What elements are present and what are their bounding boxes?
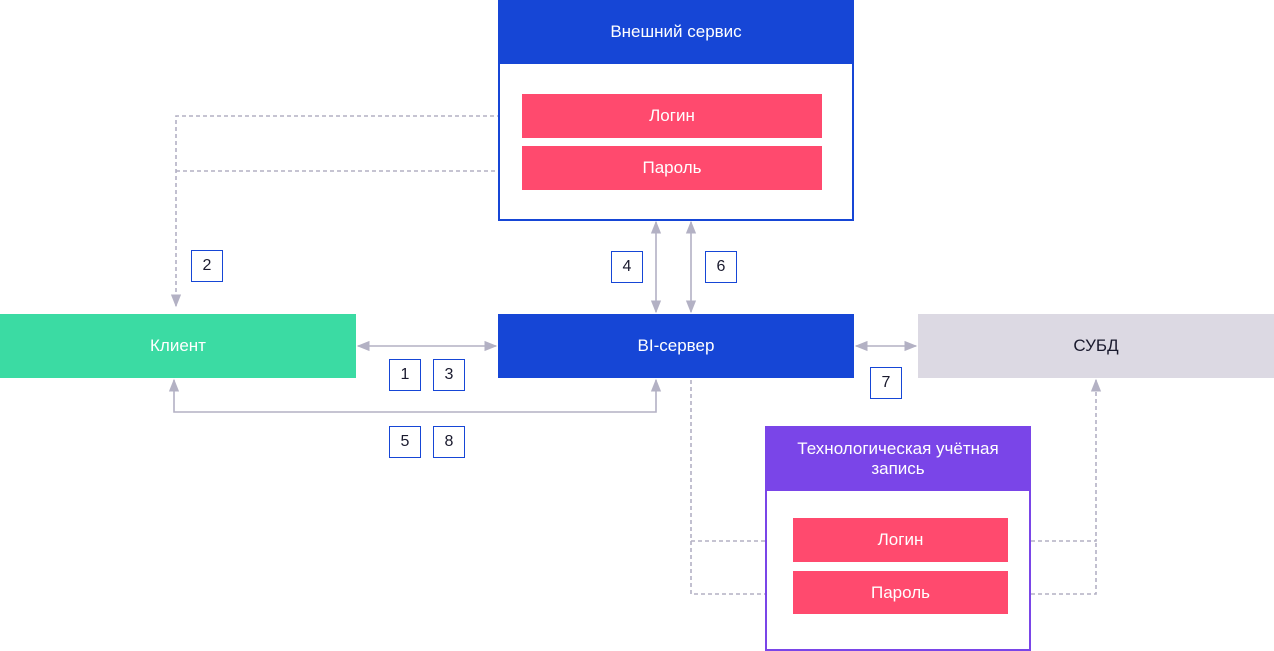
arrow-client-to-external — [170, 110, 522, 308]
external-password-field: Пароль — [522, 146, 822, 190]
tech-account-title: Технологическая учётная запись — [765, 426, 1031, 491]
step-badge-5: 5 — [389, 426, 421, 458]
external-login-field: Логин — [522, 94, 822, 138]
client-node: Клиент — [0, 314, 356, 378]
step-badge-6: 6 — [705, 251, 737, 283]
step-badge-4: 4 — [611, 251, 643, 283]
step-badge-7: 7 — [870, 367, 902, 399]
arrow-bi-to-tech-password — [690, 541, 792, 600]
tech-password-field: Пароль — [793, 571, 1008, 614]
step-badge-3: 3 — [433, 359, 465, 391]
tech-login-field: Логин — [793, 518, 1008, 562]
arrow-tech-to-dbms — [1010, 378, 1102, 542]
external-service-title: Внешний сервис — [498, 0, 854, 64]
dbms-node: СУБД — [918, 314, 1274, 378]
step-badge-1: 1 — [389, 359, 421, 391]
arrow-tech-password-to-dbms — [1010, 541, 1097, 595]
step-badge-8: 8 — [433, 426, 465, 458]
bi-server-node: BI-сервер — [498, 314, 854, 378]
arrow-bi-to-client — [168, 378, 662, 413]
step-badge-2: 2 — [191, 250, 223, 282]
